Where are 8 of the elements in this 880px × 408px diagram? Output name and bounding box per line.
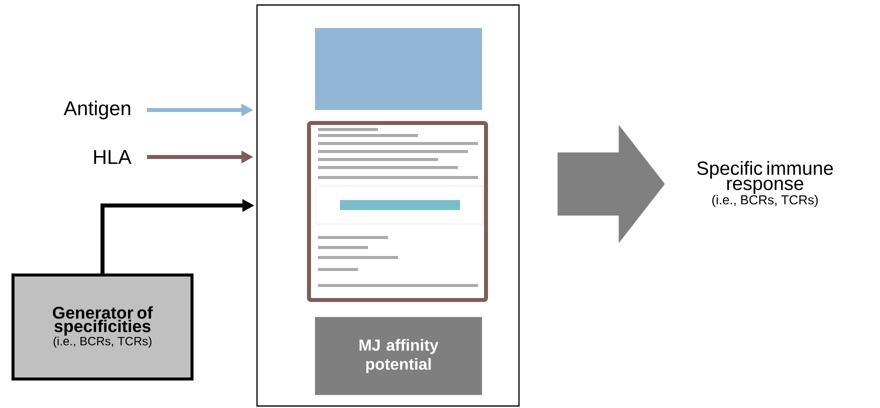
- method-box: MJ affinity potential: [315, 317, 482, 395]
- output-label: Specific immune response (i.e., BCRs, TCRs): [697, 161, 833, 207]
- method-box: [315, 28, 482, 110]
- frame-box: [256, 4, 520, 407]
- generator-box: Generator of specificities (i.e., BCRs, TCRs): [12, 274, 194, 380]
- input-label: HLA: [94, 150, 132, 164]
- input-label: Antigen: [64, 100, 130, 120]
- block-arrow: [558, 124, 665, 244]
